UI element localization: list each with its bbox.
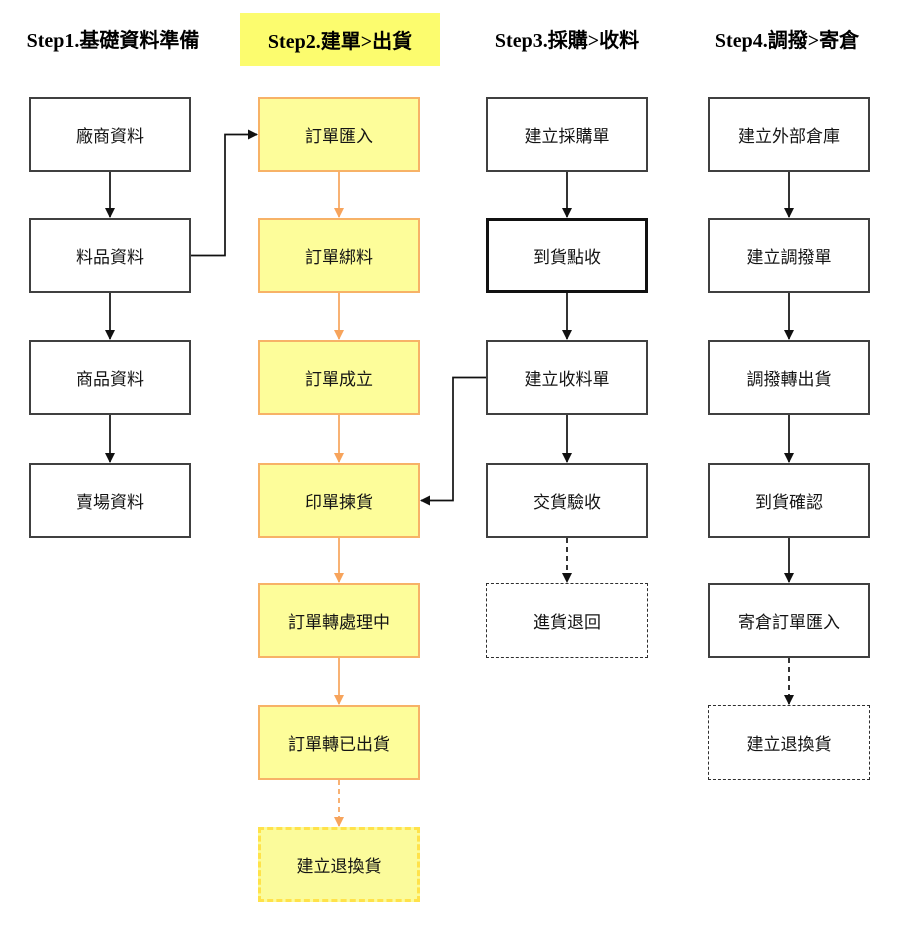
connector-create-receiving-order-to-print-picking (420, 376, 486, 506)
connector-item-data-to-order-import (191, 129, 258, 257)
flow-node-label: 到貨確認 (755, 493, 823, 512)
flow-node-store-data: 賣場資料 (29, 463, 191, 538)
flow-node-arrival-check: 到貨點收 (486, 218, 648, 293)
flow-node-transfer-to-shipment: 調撥轉出貨 (708, 340, 870, 415)
flow-node-create-receiving-order: 建立收料單 (486, 340, 648, 415)
flow-node-delivery-acceptance: 交貨驗收 (486, 463, 648, 538)
column-header-label: Step2.建單>出貨 (267, 31, 413, 53)
flow-node-create-purchase-order: 建立採購單 (486, 97, 648, 172)
flow-node-order-import: 訂單匯入 (258, 97, 420, 172)
flow-node-order-bind-material: 訂單綁料 (258, 218, 420, 293)
flow-node-create-external-warehouse: 建立外部倉庫 (708, 97, 870, 172)
column-header-label: Step4.調撥>寄倉 (714, 29, 860, 52)
flow-node-create-return-exchange: 建立退換貨 (258, 827, 420, 902)
flow-node-label: 建立調撥單 (746, 248, 832, 267)
flow-node-label: 商品資料 (76, 370, 144, 389)
flow-node-arrival-confirm: 到貨確認 (708, 463, 870, 538)
flow-node-label: 訂單成立 (305, 370, 373, 389)
flow-node-label: 建立收料單 (524, 370, 610, 389)
flow-node-label: 建立採購單 (524, 127, 610, 146)
column-header-step1: Step1.基礎資料準備 (8, 22, 218, 54)
flow-node-vendor-data: 廠商資料 (29, 97, 191, 172)
flow-node-create-transfer-order: 建立調撥單 (708, 218, 870, 293)
flow-node-label: 訂單轉處理中 (288, 613, 390, 632)
flow-node-label: 建立外部倉庫 (738, 127, 840, 146)
column-header-step4: Step4.調撥>寄倉 (697, 22, 877, 54)
column-header-label: Step3.採購>收料 (494, 29, 640, 52)
flow-node-label: 到貨點收 (533, 248, 601, 267)
column-header-label: Step1.基礎資料準備 (26, 29, 200, 52)
flow-node-purchase-return: 進貨退回 (486, 583, 648, 658)
flow-node-label: 建立退換貨 (746, 735, 832, 754)
flow-node-label: 賣場資料 (76, 493, 144, 512)
flow-node-order-established: 訂單成立 (258, 340, 420, 415)
flow-node-order-to-processing: 訂單轉處理中 (258, 583, 420, 658)
flow-node-create-return-exchange-2: 建立退換貨 (708, 705, 870, 780)
flow-node-label: 廠商資料 (76, 127, 144, 146)
column-header-step3: Step3.採購>收料 (477, 22, 657, 54)
flow-node-consign-order-import: 寄倉訂單匯入 (708, 583, 870, 658)
column-header-step2: Step2.建單>出貨 (240, 13, 440, 66)
flow-node-label: 進貨退回 (533, 613, 601, 632)
flow-node-product-data: 商品資料 (29, 340, 191, 415)
flow-node-label: 印單揀貨 (305, 493, 373, 512)
flow-node-label: 訂單轉已出貨 (288, 735, 390, 754)
flow-node-label: 寄倉訂單匯入 (738, 613, 840, 632)
flow-node-order-to-shipped: 訂單轉已出貨 (258, 705, 420, 780)
flow-node-label: 調撥轉出貨 (746, 370, 832, 389)
flow-node-label: 交貨驗收 (533, 493, 601, 512)
flow-node-label: 訂單匯入 (305, 127, 373, 146)
flow-node-print-picking: 印單揀貨 (258, 463, 420, 538)
flow-node-label: 料品資料 (76, 248, 144, 267)
flow-node-item-data: 料品資料 (29, 218, 191, 293)
flow-node-label: 訂單綁料 (305, 248, 373, 267)
flow-node-label: 建立退換貨 (296, 857, 382, 876)
